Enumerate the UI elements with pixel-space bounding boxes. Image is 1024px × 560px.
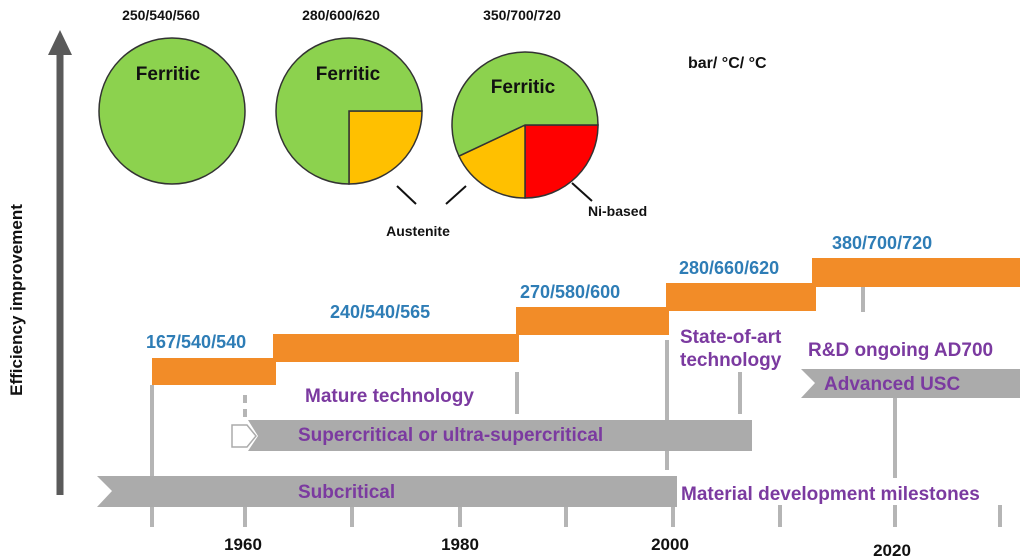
step-bar-2 — [273, 334, 519, 362]
pie-3-ferritic-label: Ferritic — [491, 77, 556, 98]
step-bar-1 — [152, 358, 276, 385]
y-axis-arrowhead — [48, 30, 72, 55]
x-axis-ticks — [150, 505, 1002, 527]
pie-3-slice-ferritic — [451, 51, 599, 158]
subcritical-bar — [97, 476, 677, 507]
material-milestones-label: Material development milestones — [681, 484, 980, 505]
subcritical-label: Subcritical — [298, 482, 395, 503]
pie-2-conditions: 280/600/620 — [302, 7, 380, 23]
pie-1-slice-ferritic — [98, 37, 246, 185]
x-tick-label-2000: 2000 — [651, 535, 689, 554]
ni-based-callout-line — [571, 182, 593, 202]
state-of-art-label-line2: technology — [680, 350, 782, 371]
x-tick-label-2020: 2020 — [873, 541, 911, 560]
state-of-art-label-line1: State-of-art — [680, 327, 782, 348]
supercritical-label: Supercritical or ultra-supercritical — [298, 425, 603, 446]
step-label-2: 240/540/565 — [330, 302, 430, 322]
step-bar-5 — [812, 258, 1020, 287]
austenite-label: Austenite — [386, 223, 450, 239]
step-label-1: 167/540/540 — [146, 332, 246, 352]
step-label-3: 270/580/600 — [520, 282, 620, 302]
pie-1-ferritic-label: Ferritic — [136, 64, 201, 85]
pie-3-slice-ni-based — [524, 124, 599, 199]
pie-2-slice-ferritic — [275, 37, 423, 185]
pie-3-slice-austenite — [457, 123, 526, 199]
step-bar-4 — [666, 283, 816, 311]
pie-charts — [98, 37, 599, 199]
pie-1-conditions: 250/540/560 — [122, 7, 200, 23]
units-label: bar/ °C/ °C — [688, 55, 767, 72]
advanced-usc-label: Advanced USC — [824, 374, 960, 395]
mature-technology-label: Mature technology — [305, 386, 474, 407]
y-axis-label: Efficiency improvement — [7, 204, 26, 396]
austenite-callout-line-1 — [396, 185, 417, 205]
step-bar-3 — [516, 307, 669, 335]
x-tick-label-1980: 1980 — [441, 535, 479, 554]
rd-ongoing-label: R&D ongoing AD700 — [808, 340, 993, 361]
pie-2-ferritic-label: Ferritic — [316, 64, 381, 85]
supercritical-bar — [248, 420, 752, 451]
austenite-callout-line-2 — [445, 185, 467, 205]
step-label-4: 280/660/620 — [679, 258, 779, 278]
pie-3-conditions: 350/700/720 — [483, 7, 561, 23]
pie-2-slice-austenite — [348, 110, 423, 185]
ni-based-label: Ni-based — [588, 203, 647, 219]
advanced-usc-bar — [801, 369, 1020, 398]
supercritical-bar-notch — [231, 424, 257, 448]
step-label-5: 380/700/720 — [832, 233, 932, 253]
x-tick-label-1960: 1960 — [224, 535, 262, 554]
